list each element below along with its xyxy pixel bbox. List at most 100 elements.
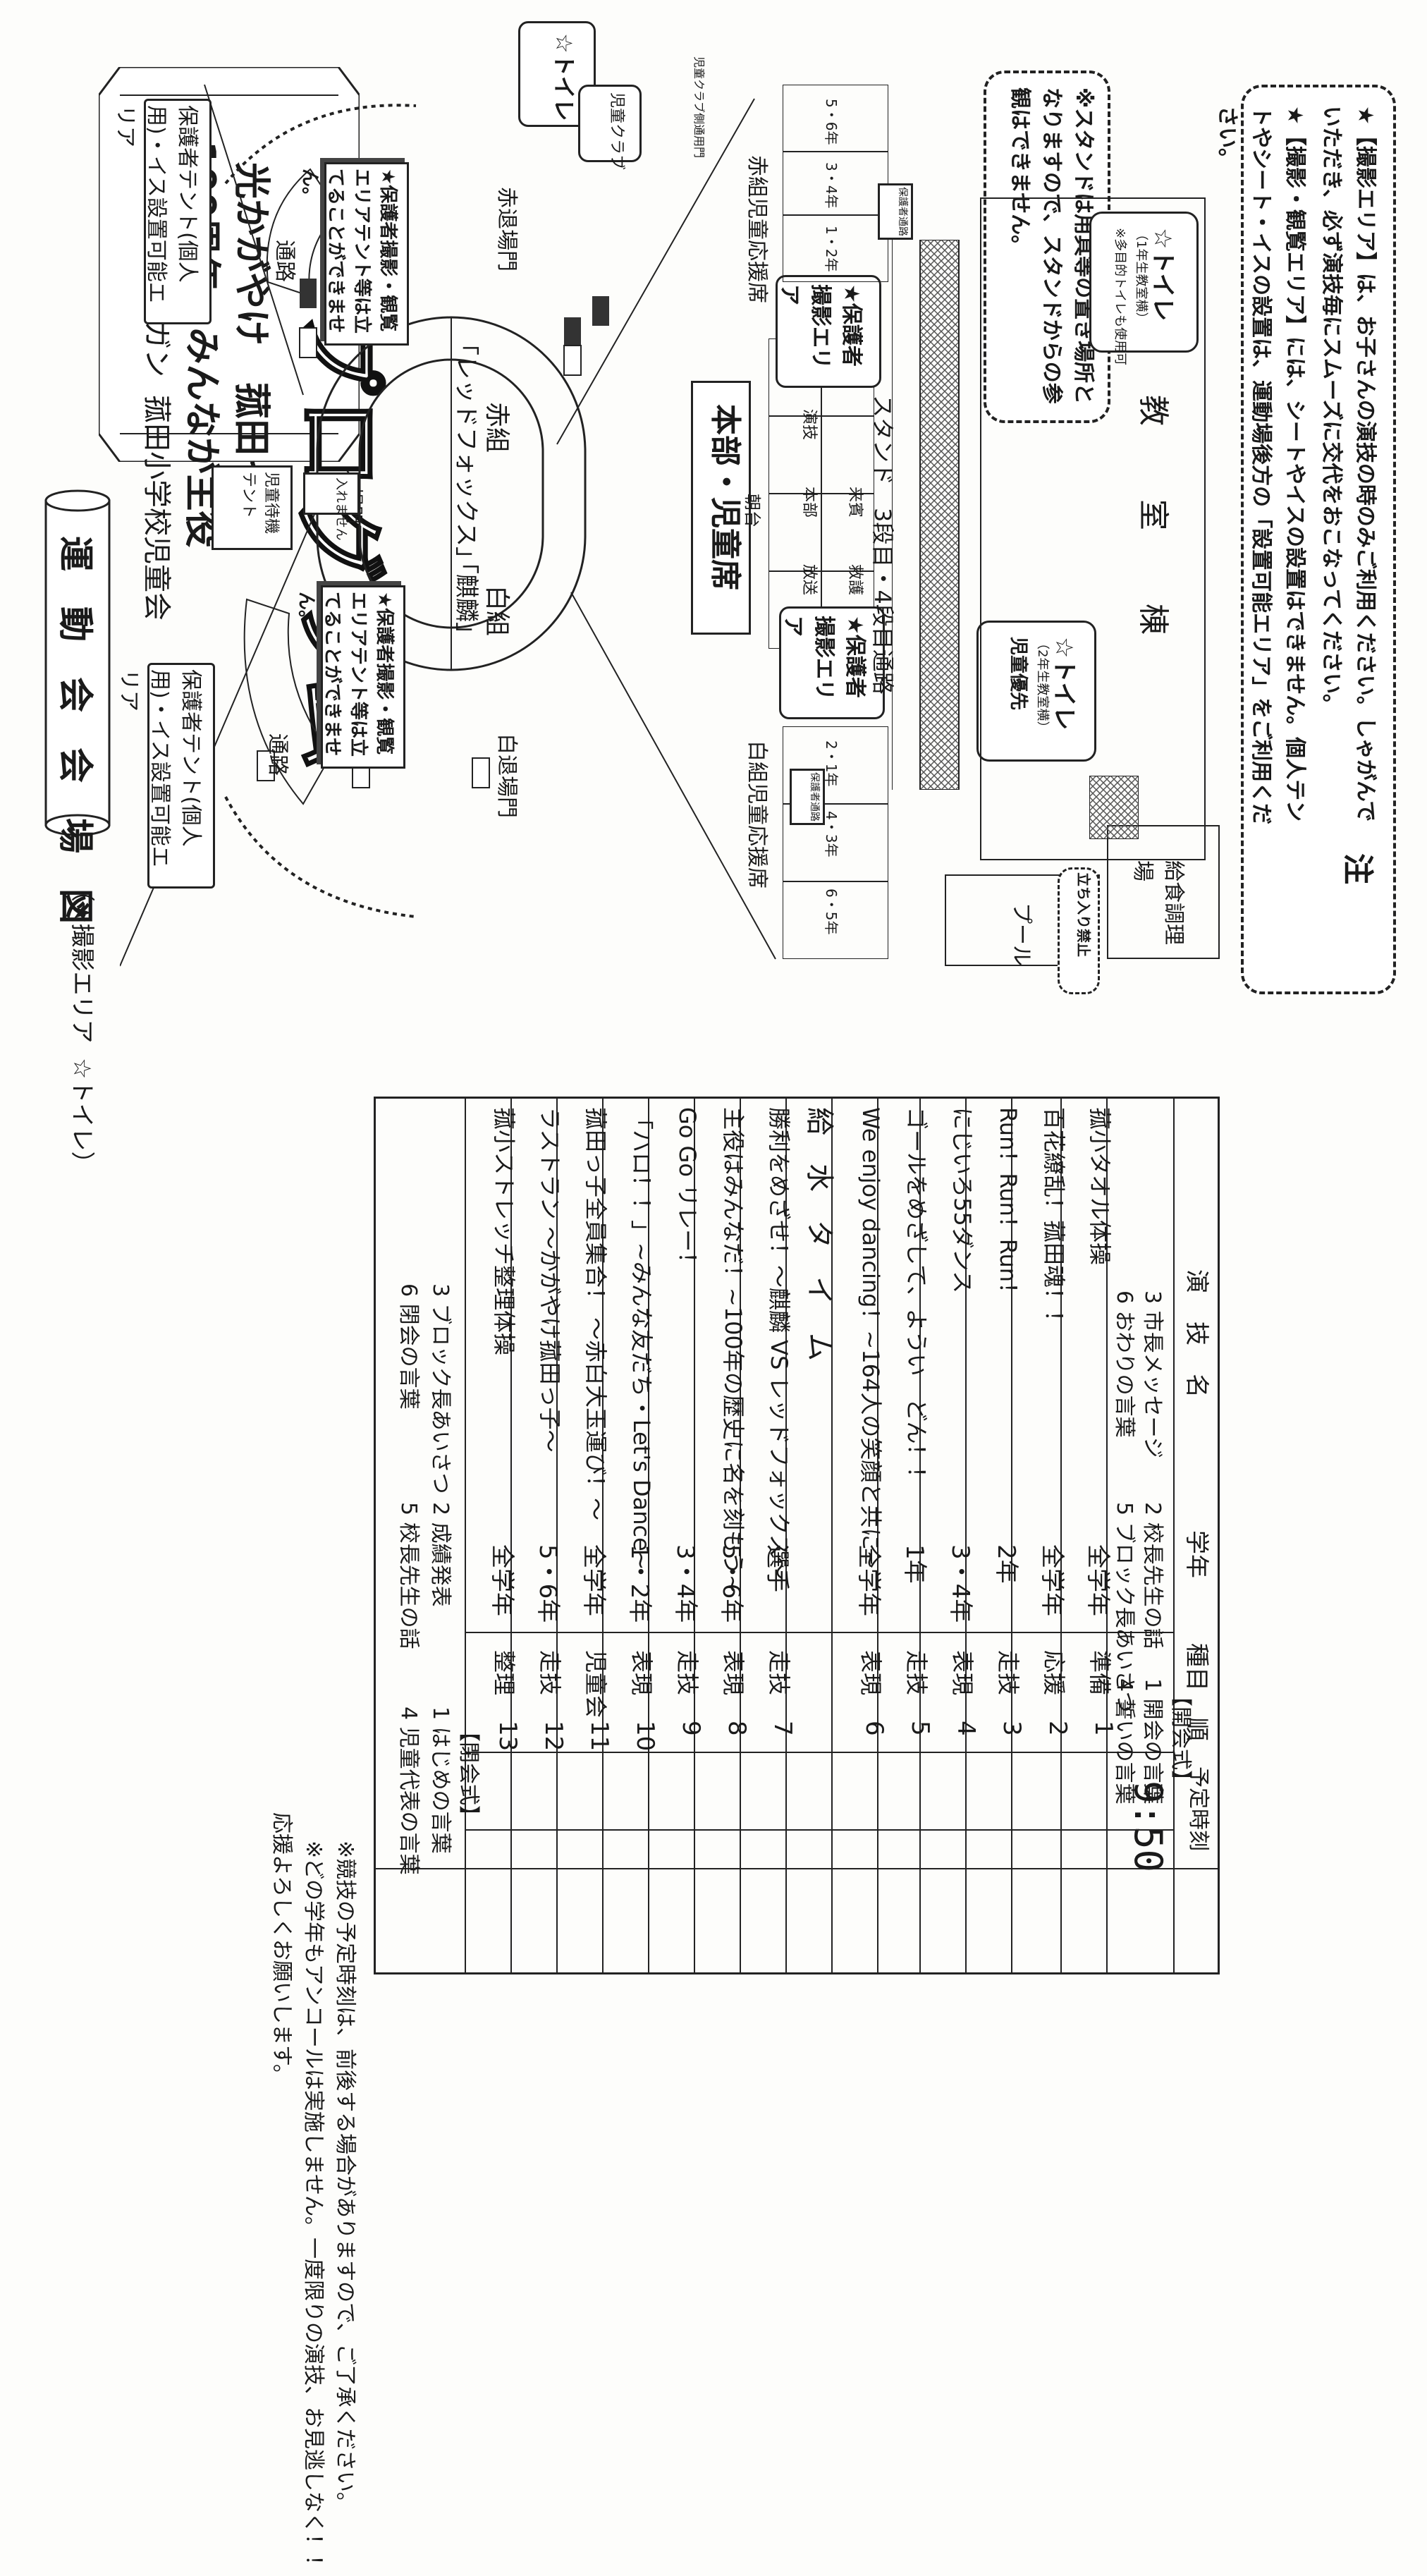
hatched-zone — [1089, 776, 1139, 839]
club-label: 児童クラブ — [608, 92, 625, 171]
photo-area-right-label: ★保護者撮影エリア — [777, 284, 864, 369]
row-order: 11 — [585, 1721, 613, 1752]
map-title-scroll — [44, 489, 111, 836]
classroom-building — [980, 197, 1206, 860]
closing-label: 【閉会式】 — [456, 1721, 481, 1826]
white-grade-1: 4・3年 — [823, 811, 840, 857]
waiting-tent: 児童待機テント — [212, 465, 293, 550]
row-grade: 全学年 — [1084, 1544, 1112, 1616]
row-event: 勝利をめざせ！～麒麟 VS レッドフォックス～ — [766, 1107, 792, 1580]
row-event: 主役はみんなだ！~100年の歴史に名を刻もう~ — [720, 1107, 747, 1594]
red-grade-2: 5・6年 — [823, 99, 840, 145]
row-grade: 全学年 — [1038, 1544, 1066, 1616]
guardian-passage-left: 保護者通路 — [790, 769, 825, 825]
entrance-sub-label: 入れません — [333, 477, 348, 541]
kitchen-label: 給食調理場 — [1130, 860, 1186, 945]
waiting-tent-label: 児童待機テント — [240, 472, 280, 535]
row-event: We enjoy dancing！~164人の笑顔と共に~ — [857, 1107, 884, 1570]
club-box: 児童クラブ — [578, 85, 642, 170]
row-event: 菰小タオル体操 — [1086, 1107, 1113, 1266]
red-grade-1: 3・4年 — [823, 162, 840, 209]
notice-box — [1241, 85, 1396, 994]
row-order: 2 — [1043, 1721, 1072, 1736]
photo-view-note-bottom: ★保護者撮影・観覧エリアテント等は立てることができません。 — [295, 585, 405, 769]
row-order: 7 — [768, 1721, 797, 1736]
opening-item-3: 3 市長メッセージ — [1140, 1290, 1165, 1459]
row-event: Run！Run！Run！ — [995, 1107, 1022, 1305]
guardian-passage-left-label: 保護者通路 — [809, 772, 820, 822]
row-order: 5 — [906, 1721, 934, 1736]
red-team: 赤組 — [482, 402, 511, 453]
tent-area-bottom: 保護者テント(個人用)・イス設置可能エリア — [116, 663, 215, 889]
classroom-label: 教 室 棟 — [1135, 395, 1171, 656]
toilet-main[interactable]: ☆トイレ （2年生教室横） 児童優先 — [976, 621, 1096, 762]
row-grade: 全学年 — [580, 1544, 608, 1616]
photo-view-note-top: ★保護者撮影・観覧エリアテント等は立てることができません。 — [299, 162, 409, 346]
gate-post — [299, 327, 317, 358]
photo-area-right: ★保護者撮影エリア — [776, 275, 881, 388]
photo-area-left: ★保護者撮影エリア — [779, 606, 885, 719]
toilet-right[interactable]: ☆トイレ （1年生教室横） ※多目的トイレも使用可 — [1089, 212, 1199, 365]
white-grade-2: 2・1年 — [823, 740, 840, 787]
closing-item-2: 2 成績発表 — [428, 1502, 453, 1607]
row-category: 走技 — [766, 1650, 792, 1696]
no-entry-mini: 入れません — [303, 472, 360, 540]
red-team-name: 「レッドフォックス」 — [452, 331, 480, 570]
gate-post — [592, 296, 609, 326]
guardian-passage-right-label: 保護者通路 — [897, 187, 908, 236]
passage-top: 通路 — [272, 240, 297, 282]
hq-tents — [768, 338, 874, 649]
gate-post — [257, 750, 275, 781]
row-order: 12 — [539, 1721, 568, 1752]
guardian-passage-right: 保護者通路 — [878, 183, 913, 240]
map-title: 運 動 会 会 場 図 — [55, 536, 96, 924]
note-2: ※どの学年もアンコールは実施しません。一度限りの演技、お見逃しなく！！ — [301, 1841, 326, 2576]
row-category: 走技 — [537, 1650, 563, 1696]
red-exit-gate: 赤退場門 — [494, 187, 519, 271]
row-grade: 全学年 — [488, 1544, 516, 1616]
closing-item-3: 3 ブロック長あいさつ — [428, 1283, 453, 1494]
row-grade: 1年 — [900, 1544, 929, 1584]
notice-2: ★【撮影・観覧エリア】には、シートやイスの設置はできません。個人テントやシート・… — [1215, 106, 1307, 825]
tent-area-top: 保護者テント(個人用)・イス設置可能エリア — [113, 99, 212, 324]
red-cheer-label: 赤組児童応援席 — [745, 155, 769, 303]
row-grade: 5・6年 — [534, 1544, 562, 1623]
program-grid — [374, 1097, 1220, 1974]
hq-box: 本部・児童席 — [691, 381, 751, 635]
row-order: 9 — [677, 1721, 705, 1736]
legend-toilet: ☆トイレ） — [68, 1058, 96, 1176]
hq-top-label: 朝台 — [742, 494, 762, 527]
row-event: ゴールをめざして、ようい どん！！ — [903, 1107, 930, 1489]
row-event: 百花繚乱！菰田魂！！ — [1041, 1107, 1067, 1333]
white-grade-0: 6・5年 — [823, 889, 840, 935]
row-category: 児童会 — [582, 1650, 609, 1719]
photo-area-left-label: ★保護者撮影エリア — [780, 616, 867, 700]
opening-label: 【開会式】 — [1168, 1685, 1193, 1791]
hq-box-2: 本部 — [800, 487, 818, 518]
passage-bottom: 通路 — [265, 733, 290, 776]
note-3: 応援よろしくお願いします。 — [269, 1812, 294, 2085]
hq-label: 本部・児童席 — [707, 404, 743, 590]
row-event: 菰田っ子全員集合！ ～赤白大玉運び！～ — [582, 1107, 609, 1521]
hq-box-4: 演技 — [800, 409, 818, 441]
row-grade: 3・4年 — [671, 1544, 699, 1623]
row-order: 6 — [860, 1721, 888, 1736]
red-grade-0: 1・2年 — [823, 226, 840, 272]
row-category: 表現 — [720, 1650, 747, 1696]
pool-label: プール — [1009, 903, 1034, 966]
row-event: 「ハロ！！」~みんな友だち・Let's Dance~ — [628, 1107, 655, 1570]
legend-photo: （★撮影エリア — [68, 878, 96, 1044]
notice-1: ★【撮影エリア】は、お子さんの演技の時のみご利用ください。しゃがんでいただき、必… — [1319, 106, 1378, 822]
closing-item-4: 4 児童代表の言葉 — [396, 1707, 421, 1875]
hq-box-1: 救護 — [846, 564, 864, 596]
row-grade: 2年 — [992, 1544, 1020, 1584]
white-cheer-label: 白組児童応援席 — [745, 740, 769, 889]
white-exit-gate: 白退場門 — [494, 733, 519, 818]
row-order: 13 — [494, 1721, 522, 1752]
toilet-top-label: ☆トイレ — [551, 33, 577, 121]
row-order: 1 — [1089, 1721, 1117, 1736]
closing-item-5: 5 校長先生の話 — [396, 1502, 421, 1649]
row-category: 走技 — [674, 1650, 701, 1696]
hq-box-0: 放送 — [800, 564, 818, 596]
club-gate-note: 児童クラブ側通用門 — [692, 56, 706, 159]
